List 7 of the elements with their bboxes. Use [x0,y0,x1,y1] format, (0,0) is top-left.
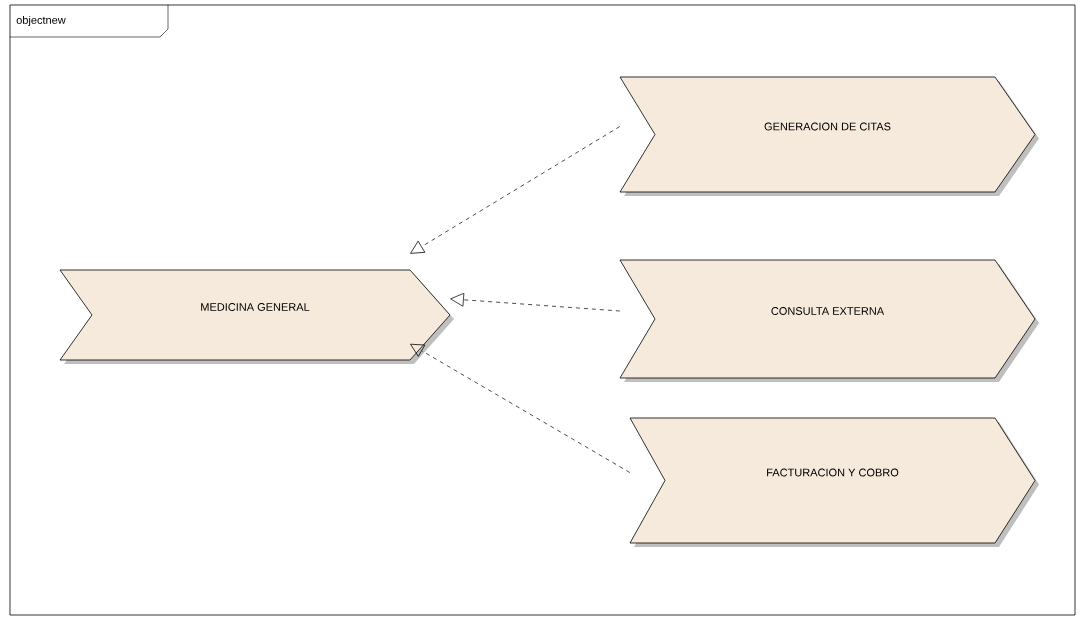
process-chevron: FACTURACION Y COBRO [629,417,1039,547]
dependency-arrow [450,292,621,312]
dependency-arrow [410,126,621,254]
process-chevron: GENERACION DE CITAS [619,76,1039,196]
process-chevron: CONSULTA EXTERNA [619,259,1039,382]
dependency-arrow [410,343,631,473]
process-chevron: MEDICINA GENERAL [59,269,454,364]
